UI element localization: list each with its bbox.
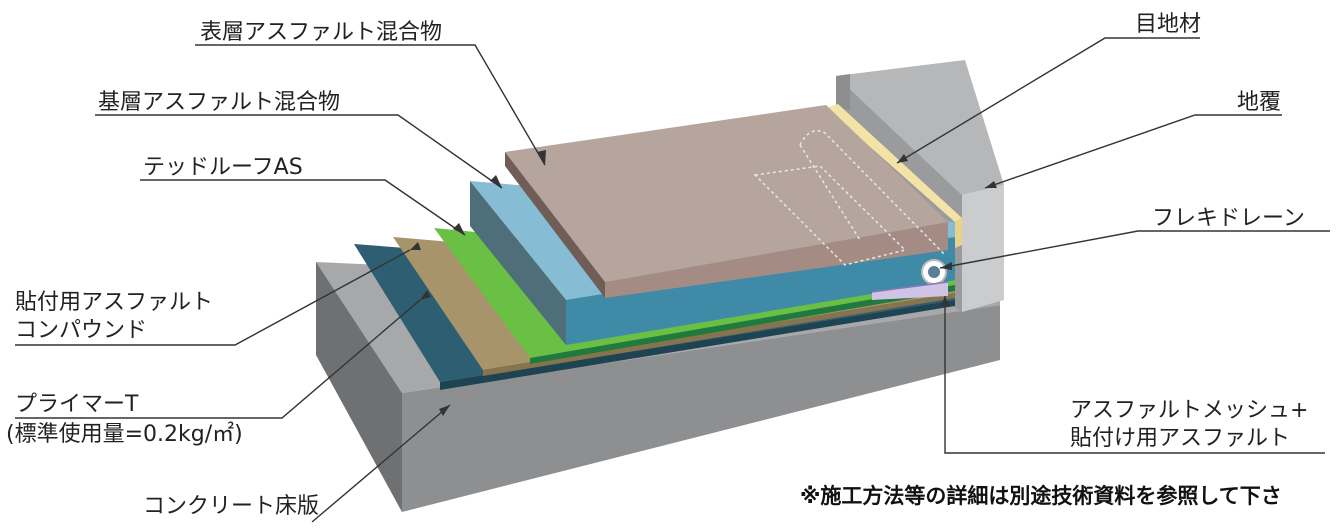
leader-arrowheads	[410, 150, 997, 416]
label-base-asphalt: 基層アスファルト混合物	[98, 90, 341, 115]
label-flexible-drain: フレキドレーン	[1152, 206, 1305, 231]
surface-asphalt-layer	[505, 105, 948, 298]
leader-lines	[15, 37, 1330, 523]
joint-material	[826, 104, 962, 248]
footnote: ※施工方法等の詳細は別途技術資料を参照して下さ	[800, 484, 1282, 508]
label-surface-asphalt: 表層アスファルト混合物	[200, 20, 443, 45]
label-primer-line2: (標準使用量=0.2kg/㎡)	[6, 422, 243, 447]
label-jifuku: 地覆	[1237, 90, 1282, 115]
label-mesh-line2: 貼付け用アスファルト	[1070, 426, 1291, 451]
label-joint-material: 目地材	[1135, 12, 1202, 37]
drain-hidden-outline	[753, 130, 946, 266]
label-concrete-slab: コンクリート床版	[143, 494, 320, 519]
label-tedroof: テッドルーフAS	[143, 155, 303, 180]
mesh-strip	[871, 281, 949, 300]
label-compound-line2: コンパウンド	[15, 318, 148, 343]
label-compound-line1: 貼付用アスファルト	[15, 290, 214, 315]
label-mesh-line1: アスファルトメッシュ+	[1070, 398, 1309, 423]
label-primer-line1: プライマーT	[15, 392, 139, 417]
flexible-drain-icon	[921, 259, 947, 285]
